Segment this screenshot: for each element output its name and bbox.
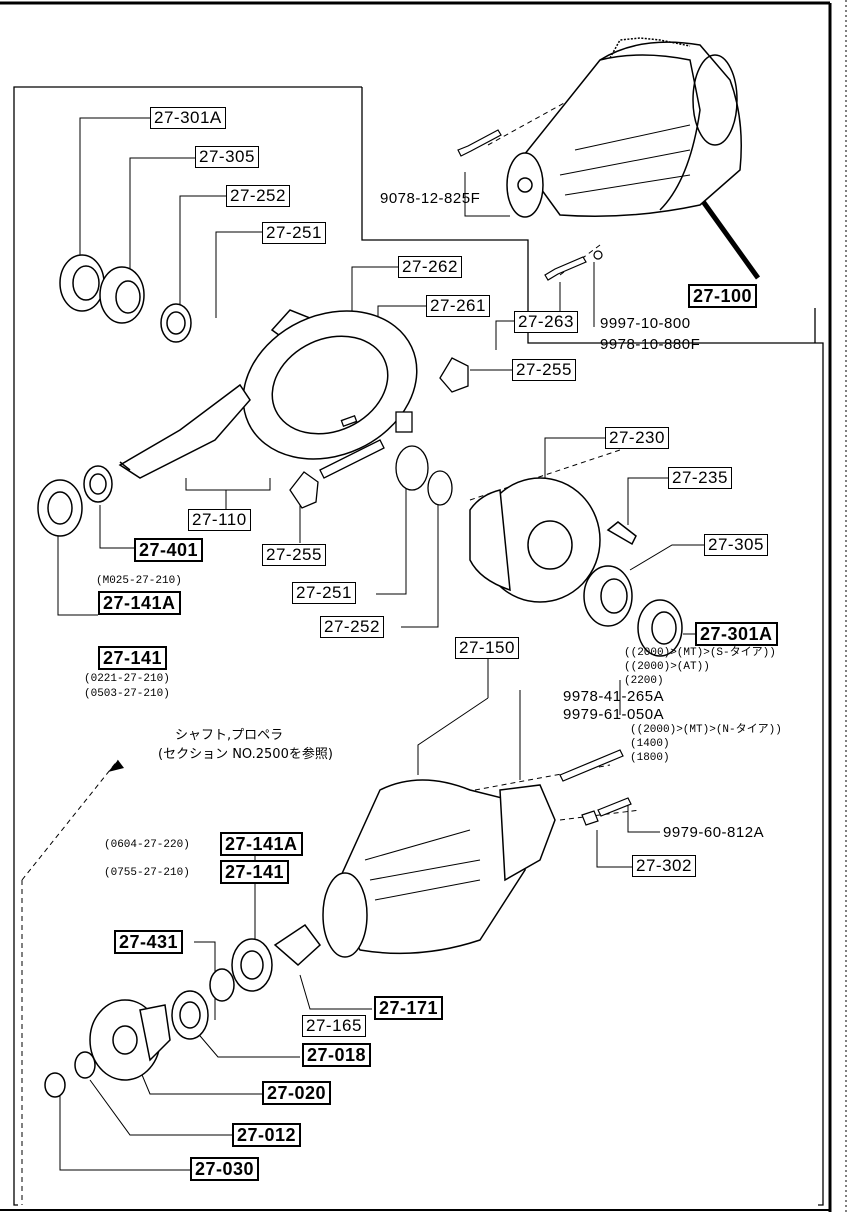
part-27-263: 27-263: [514, 311, 578, 333]
top-carrier-housing: [506, 37, 742, 218]
note-cond4: ((2000)>(MT)>(N-タイア)): [630, 724, 782, 736]
dashed-arrowhead: [108, 760, 124, 772]
propeller-shaft-ref-line1: シャフト,プロペラ: [175, 728, 284, 743]
part-27-431: 27-431: [114, 930, 184, 954]
note-cond5: (1400): [630, 738, 670, 750]
note-cond1: ((2000)>(MT)>(S-タイア)): [624, 647, 776, 659]
note-0755: (0755-27-210): [104, 867, 190, 879]
left-lower-parts: [37, 465, 113, 537]
part-27-255-bottom: 27-255: [262, 544, 326, 566]
part-27-401: 27-401: [134, 538, 204, 562]
note-0503: (0503-27-210): [84, 688, 170, 700]
right-bearings: [583, 565, 683, 657]
part-27-301A-right: 27-301A: [695, 622, 778, 646]
part-27-141-left: 27-141: [98, 646, 168, 670]
part-27-012: 27-012: [232, 1123, 302, 1147]
part-27-252-top: 27-252: [226, 185, 290, 207]
left-upper-parts: [59, 254, 315, 347]
ring-gear: [118, 310, 418, 479]
part-27-252-bottom: 27-252: [320, 616, 384, 638]
differential-case: [469, 477, 637, 603]
part-27-255-right: 27-255: [512, 359, 576, 381]
bolt-9978-41-265A: 9978-41-265A: [563, 688, 665, 705]
part-27-141A-left: 27-141A: [98, 591, 181, 615]
part-27-110: 27-110: [188, 509, 251, 531]
middle-small-parts: [289, 357, 469, 509]
bolt-9997-10-800: 9997-10-800: [600, 315, 691, 332]
propeller-shaft-ref-line2: (セクション NO.2500を参照): [158, 747, 333, 762]
part-27-018: 27-018: [302, 1043, 372, 1067]
note-cond3: (2200): [624, 675, 664, 687]
note-m025: (M025-27-210): [96, 575, 182, 587]
part-27-235: 27-235: [668, 467, 732, 489]
lower-bolts: [559, 749, 632, 826]
part-27-302: 27-302: [632, 855, 696, 877]
lower-left-parts: [44, 923, 322, 1098]
bolt-9978-10-880F: 9978-10-880F: [600, 336, 701, 353]
part-27-150: 27-150: [455, 637, 519, 659]
arrow-100: [699, 198, 761, 280]
part-27-261: 27-261: [426, 295, 490, 317]
bolt-9979-61-050A: 9979-61-050A: [563, 706, 665, 723]
top-bolts: [457, 129, 603, 281]
part-27-251-top: 27-251: [262, 222, 326, 244]
part-27-301A-top: 27-301A: [150, 107, 226, 129]
part-27-230: 27-230: [605, 427, 669, 449]
part-27-020: 27-020: [262, 1081, 332, 1105]
part-27-262: 27-262: [398, 256, 462, 278]
part-27-165: 27-165: [302, 1015, 366, 1037]
note-0604: (0604-27-220): [104, 839, 190, 851]
bracket-lines: [13, 86, 824, 1206]
part-27-100: 27-100: [688, 284, 758, 308]
note-0221: (0221-27-210): [84, 673, 170, 685]
part-27-305-top: 27-305: [195, 146, 259, 168]
part-27-030: 27-030: [190, 1157, 260, 1181]
part-27-305-right: 27-305: [704, 534, 768, 556]
bolt-9979-60-812A: 9979-60-812A: [663, 824, 765, 841]
bolt-9078-12-825F: 9078-12-825F: [380, 190, 481, 207]
lower-carrier-housing: [322, 779, 556, 958]
part-27-141A-lower: 27-141A: [220, 832, 303, 856]
note-cond6: (1800): [630, 752, 670, 764]
note-cond2: ((2000)>(AT)): [624, 661, 710, 673]
part-27-141-lower: 27-141: [220, 860, 290, 884]
part-27-171: 27-171: [374, 996, 444, 1020]
part-27-251-bottom: 27-251: [292, 582, 356, 604]
